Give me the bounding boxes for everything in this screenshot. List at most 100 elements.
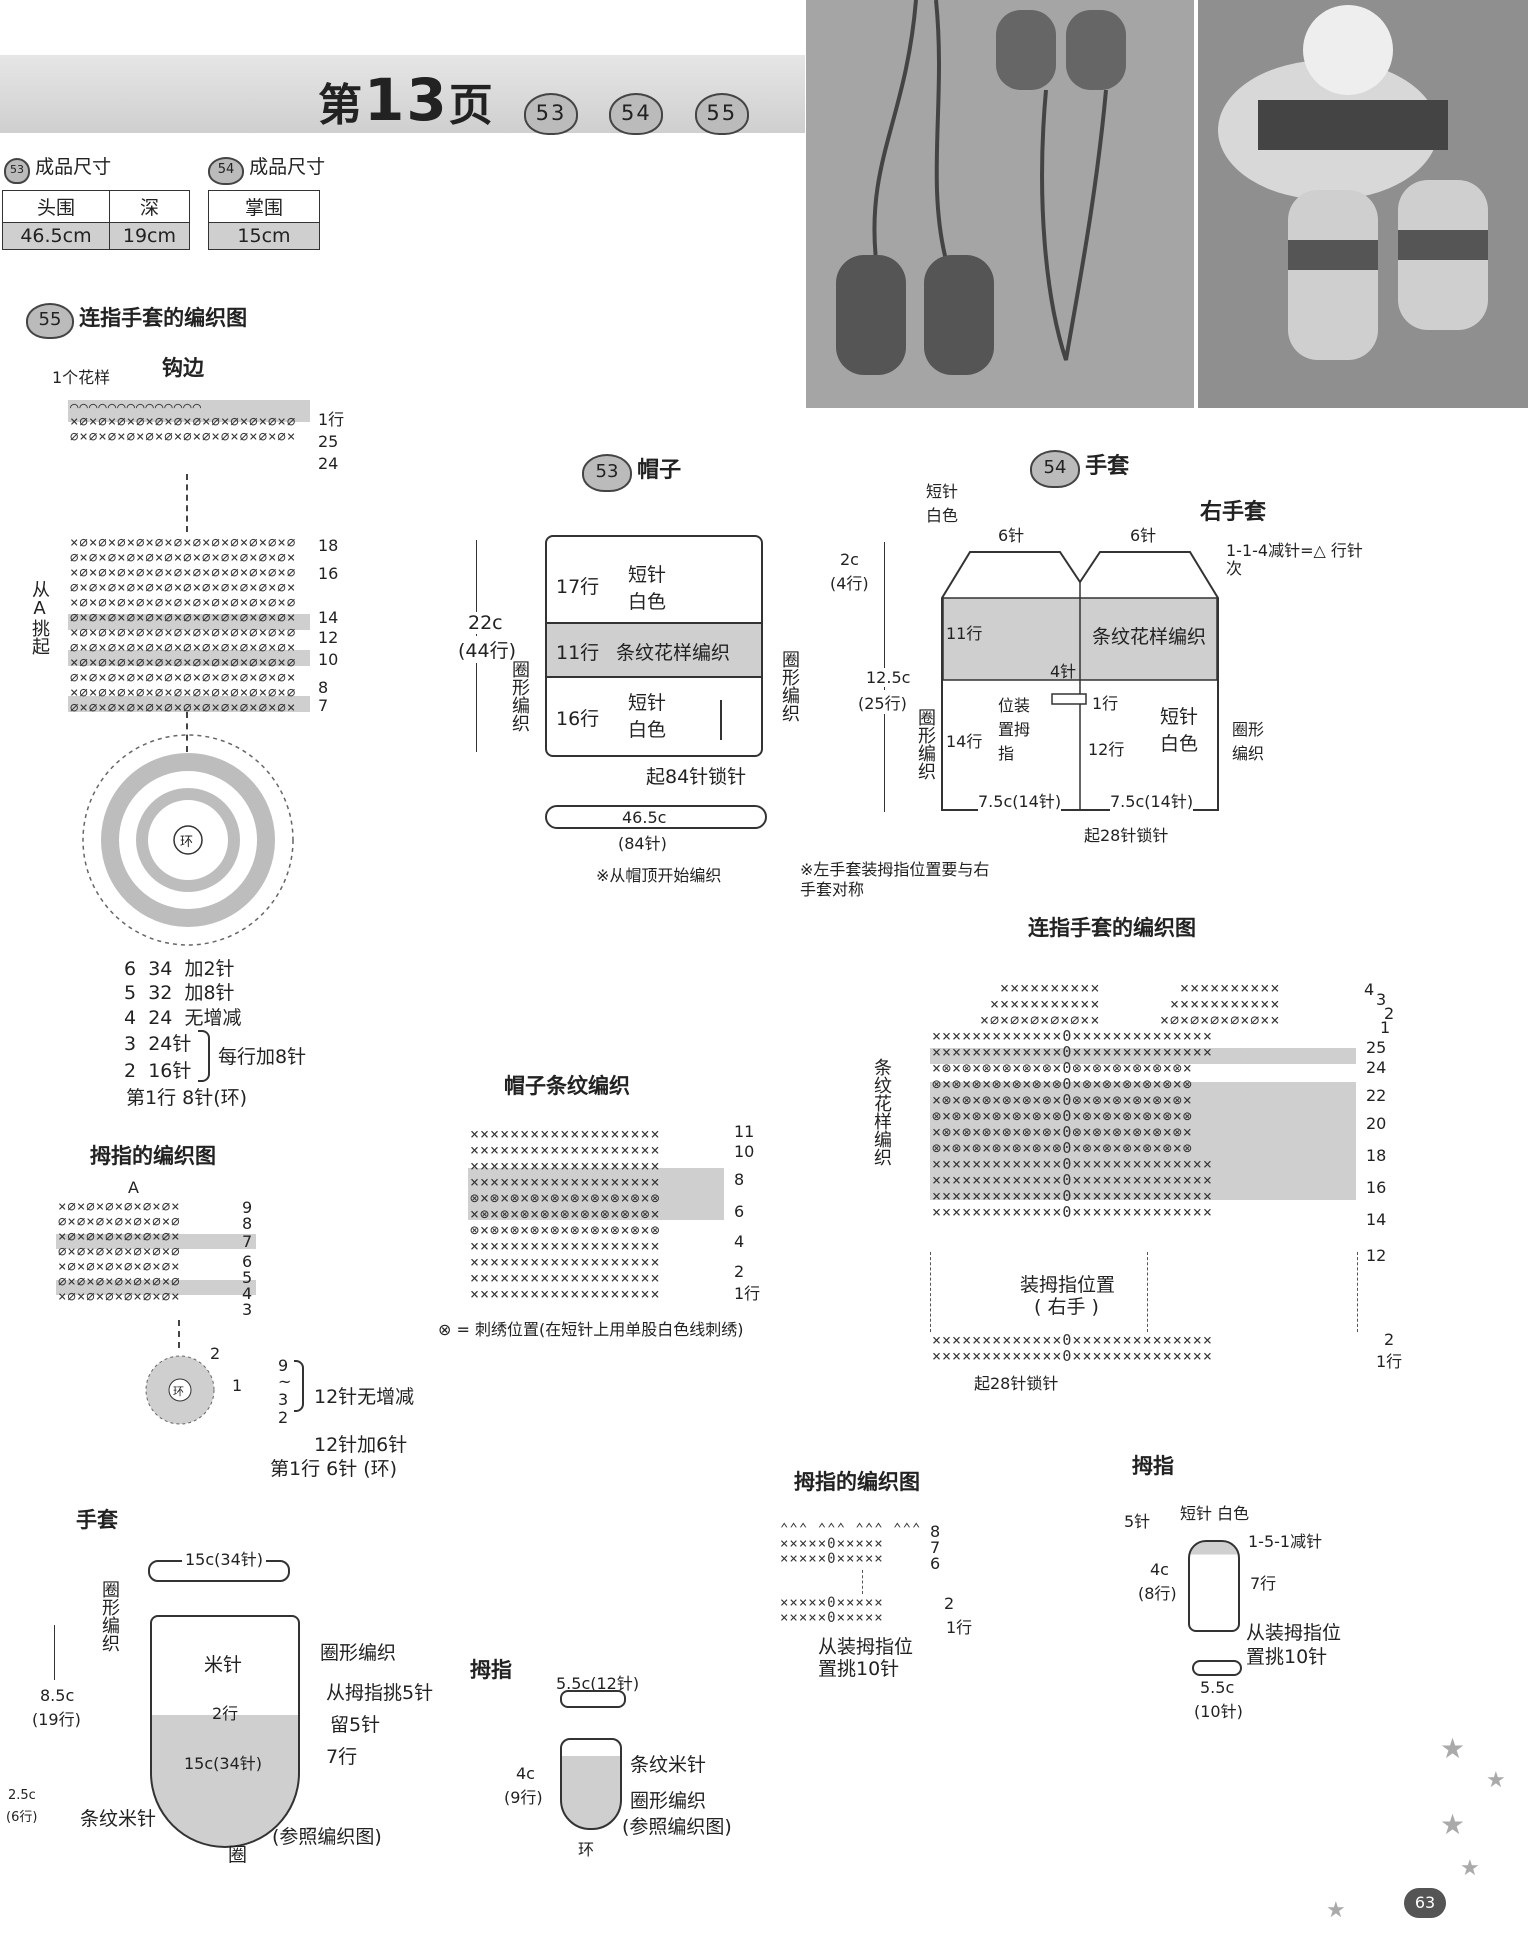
chart54-row-3: 3 [1376, 990, 1387, 1009]
round-row-2: 2 16针 [124, 1056, 191, 1083]
hat53-mid-text: 条纹花样编织 [616, 642, 731, 664]
thumb55-title: 拇指的编织图 [90, 1144, 216, 1168]
thumb55-connector [178, 1320, 180, 1348]
sec55-title: 55 连指手套的编织图 [26, 302, 247, 339]
body-band-1 [68, 614, 310, 630]
edge-title: 钩边 [162, 356, 204, 380]
thumb54-pick: 从装拇指位 [818, 1636, 914, 1658]
hat53-title: 53 帽子 [582, 452, 681, 492]
chart54-row-12: 12 [1366, 1246, 1387, 1265]
chart54-thumb-pos: 装拇指位置 [1020, 1274, 1116, 1296]
hat-stripe-row-6: 6 [734, 1202, 745, 1221]
mitten55-title: 手套 [76, 1508, 118, 1532]
thumb54-chart-bottom: ×××××0××××× ×××××0××××× [780, 1595, 884, 1626]
chart54-row-16: 16 [1366, 1178, 1387, 1197]
decor-star-5: ★ [1326, 1898, 1346, 1923]
glove54-rows11: 11行 [946, 624, 983, 643]
thumb55-brace-text: 12针无增减 [314, 1386, 415, 1408]
hat53-left-label: 圈形编织 [509, 660, 530, 732]
mittens-photo-illustration [806, 0, 1194, 408]
glove54-band-text: 条纹花样编织 [1092, 626, 1207, 648]
glove54-thumb-st: 4针 [1050, 662, 1077, 681]
thumb54-row-6: 6 [930, 1554, 941, 1573]
chart54-row-22: 22 [1366, 1086, 1387, 1105]
chart54-bottom-row-1: 1行 [1376, 1352, 1403, 1371]
chart54-row-25: 25 [1366, 1038, 1387, 1057]
glove54-decrease: 1-1-4减针=△ 行针次 [1226, 541, 1363, 578]
thumb54-pick2: 置挑10针 [818, 1658, 900, 1680]
body-row-12: 12 [318, 628, 339, 647]
footer-page-number: 63 [1404, 1888, 1446, 1918]
sec55-badge: 55 [26, 303, 74, 339]
chart54-thumb-pos2: ( 右手 ) [1034, 1296, 1099, 1318]
chart54-band-2 [930, 1082, 1356, 1200]
thumb-small-h-rows: (9行) [504, 1788, 543, 1807]
glove54-start: 起28针锁针 [1084, 826, 1169, 845]
glove54-rows12: 12行 [1088, 740, 1125, 759]
body-row-18: 18 [318, 536, 339, 555]
round-top-chart: 环 [82, 734, 294, 946]
hat53-bot-rows: 16行 [556, 708, 600, 730]
body-chart: ×⌀×⌀×⌀×⌀×⌀×⌀×⌀×⌀×⌀×⌀×⌀×⌀ ⌀×⌀×⌀×⌀×⌀×⌀×⌀×⌀… [70, 535, 297, 716]
round-row-6-st: 34 [148, 958, 173, 980]
decor-star-3: ★ [1440, 1808, 1466, 1841]
hat53-mid-rows: 11行 [556, 642, 600, 664]
hat53-direction-arrow [720, 700, 722, 740]
glove54-row1: 1行 [1092, 694, 1119, 713]
size54-badge: 54 [208, 157, 244, 185]
page-title: 第13页 53 54 55 [318, 66, 749, 135]
thumb54-shape-pick2: 置挑10针 [1246, 1646, 1328, 1668]
thumb55-row-4: 4 [242, 1284, 253, 1303]
hat-stripe-band [468, 1168, 724, 1220]
chart54-top-left: ×××××××××× ××××××××××× ×⌀×⌀×⌀×⌀×⌀×× [980, 979, 1101, 1029]
thumb-small-top-width: 5.5c(12针) [556, 1674, 640, 1693]
hat-stripe-legend: ⊗ = 刺绣位置(在短针上用单股白色线刺绣) [438, 1320, 744, 1339]
edge-chart-top: ⌒⌒⌒⌒⌒⌒⌒⌒⌒⌒⌒⌒⌒⌒ ×⌀×⌀×⌀×⌀×⌀×⌀×⌀×⌀×⌀×⌀×⌀×⌀ … [70, 399, 297, 445]
glove54-h-main-rows: (25行) [858, 690, 907, 714]
chart54-row-4: 4 [1364, 980, 1375, 999]
chart54-row-1: 1 [1380, 1018, 1391, 1037]
edge-connector [186, 474, 188, 532]
hat53-circ-st: (84针) [618, 834, 667, 853]
mitten55-left-label: 圈形编织 [99, 1580, 120, 1652]
decor-star-4: ★ [1460, 1856, 1480, 1881]
hat53-note: ※从帽顶开始编织 [596, 866, 722, 885]
thumb54-row-7: 7 [930, 1538, 941, 1557]
thumb55-a-label: A [128, 1178, 139, 1197]
mitten55-ref: (参照编织图) [272, 1826, 382, 1848]
round-brace [198, 1030, 210, 1082]
glove54-corner-label: 短针 白色 [926, 482, 959, 525]
sec55-title-text: 连指手套的编织图 [79, 306, 248, 330]
thumb54-shape-circ-st: (10针) [1194, 1702, 1243, 1721]
thumb54-chart-top: ⌃⌃⌃ ⌃⌃⌃ ⌃⌃⌃ ⌃⌃⌃ ×××××0××××× ×××××0××××× [780, 1521, 922, 1567]
thumb55-round: 环 [145, 1355, 215, 1425]
photo-hat-set [1198, 0, 1528, 408]
hat-stripe-row-4: 4 [734, 1232, 745, 1251]
mitten55-rows2: 2行 [212, 1704, 239, 1723]
thumb54-shape-ring [1192, 1660, 1242, 1676]
round-row-4: 4 24 无增减 [124, 1003, 241, 1030]
thumb54-connector [862, 1570, 863, 1594]
chart54-body: ×××××××××××××0×××××××××××××× ×××××××××××… [932, 1027, 1213, 1221]
size53-val-circ: 46.5cm [2, 222, 110, 250]
size54-title: 54 成品尺寸 [208, 152, 325, 185]
thumb55-row-8: 8 [242, 1214, 253, 1233]
hat-stripe-row-8: 8 [734, 1170, 745, 1189]
size53-title-text: 成品尺寸 [35, 156, 112, 178]
glove54-top-st-left: 6针 [998, 526, 1025, 545]
hat53-circ: 46.5c [622, 808, 667, 827]
thumb-small-stripe: 条纹米针 [630, 1754, 707, 1776]
glove54-rows14: 14行 [946, 732, 983, 751]
hat53-start: 起84针锁针 [646, 766, 747, 788]
hat-stripe-row-2: 2 [734, 1262, 745, 1281]
mitten55-h1-rows: (19行) [32, 1710, 81, 1729]
glove54-right-label: 圈形编织 [1232, 720, 1265, 763]
thumb55-row-7: 7 [242, 1232, 253, 1251]
body-row-10: 10 [318, 650, 339, 669]
size53-col-head-circ: 头围 [2, 190, 110, 223]
hat-stripe-row-1: 1行 [734, 1284, 761, 1303]
glove54-thumb-pos: 位装置拇指 [998, 696, 1031, 763]
glove54-note: ※左手套装拇指位置要与右手套对称 [800, 860, 990, 899]
glove54-h-top-rows: (4行) [830, 574, 869, 593]
